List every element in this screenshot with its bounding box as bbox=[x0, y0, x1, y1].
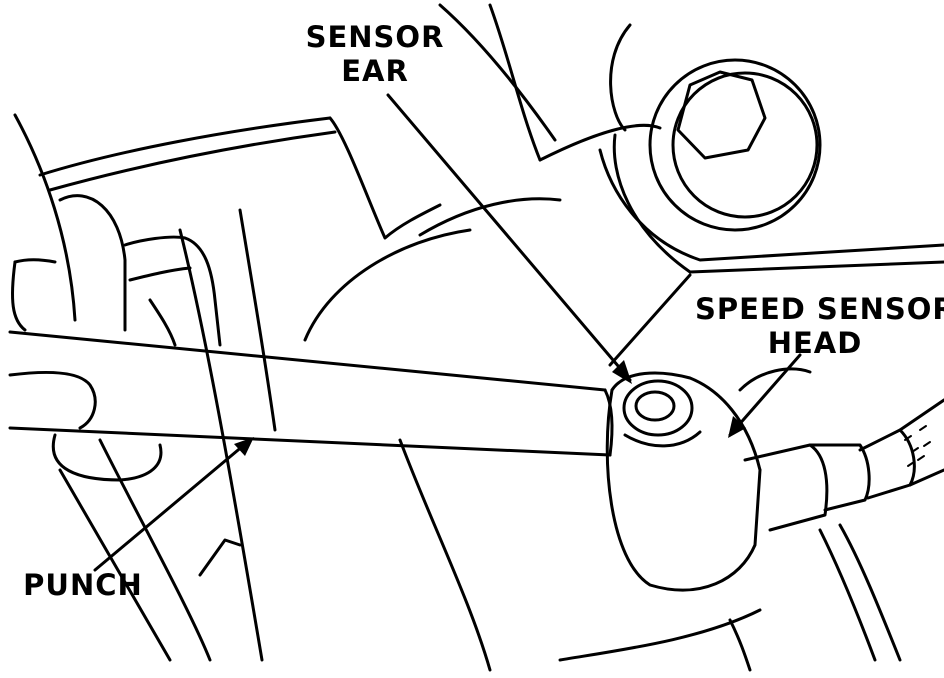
sensor-ear-label-line1: SENSOR bbox=[305, 20, 445, 54]
speed-sensor-label-line1: SPEED SENSOR bbox=[695, 292, 944, 326]
sensor-ear-label: SENSOR EAR bbox=[300, 20, 450, 88]
bolt-head bbox=[648, 58, 822, 232]
speed-sensor-head-label: SPEED SENSOR HEAD bbox=[695, 292, 944, 360]
speed-sensor-label-line2: HEAD bbox=[767, 326, 863, 360]
punch-arrowhead bbox=[234, 437, 254, 456]
sensor-ear-label-line2: EAR bbox=[341, 54, 409, 88]
speed-sensor-arrowhead bbox=[728, 416, 746, 438]
punch-leader bbox=[93, 438, 252, 572]
housing-contours bbox=[38, 3, 944, 672]
sensor-ear-leader bbox=[386, 93, 632, 382]
punch-tool bbox=[8, 330, 614, 457]
punch-label: PUNCH bbox=[18, 568, 148, 602]
leader-lines bbox=[93, 93, 802, 572]
speed-sensor-leader bbox=[728, 353, 802, 437]
bracket-and-grip bbox=[10, 113, 222, 482]
sensor-ear-arrowhead bbox=[612, 360, 632, 384]
punch-label-text: PUNCH bbox=[23, 568, 143, 602]
speed-sensor-body bbox=[605, 367, 944, 672]
cable-texture bbox=[904, 425, 931, 467]
